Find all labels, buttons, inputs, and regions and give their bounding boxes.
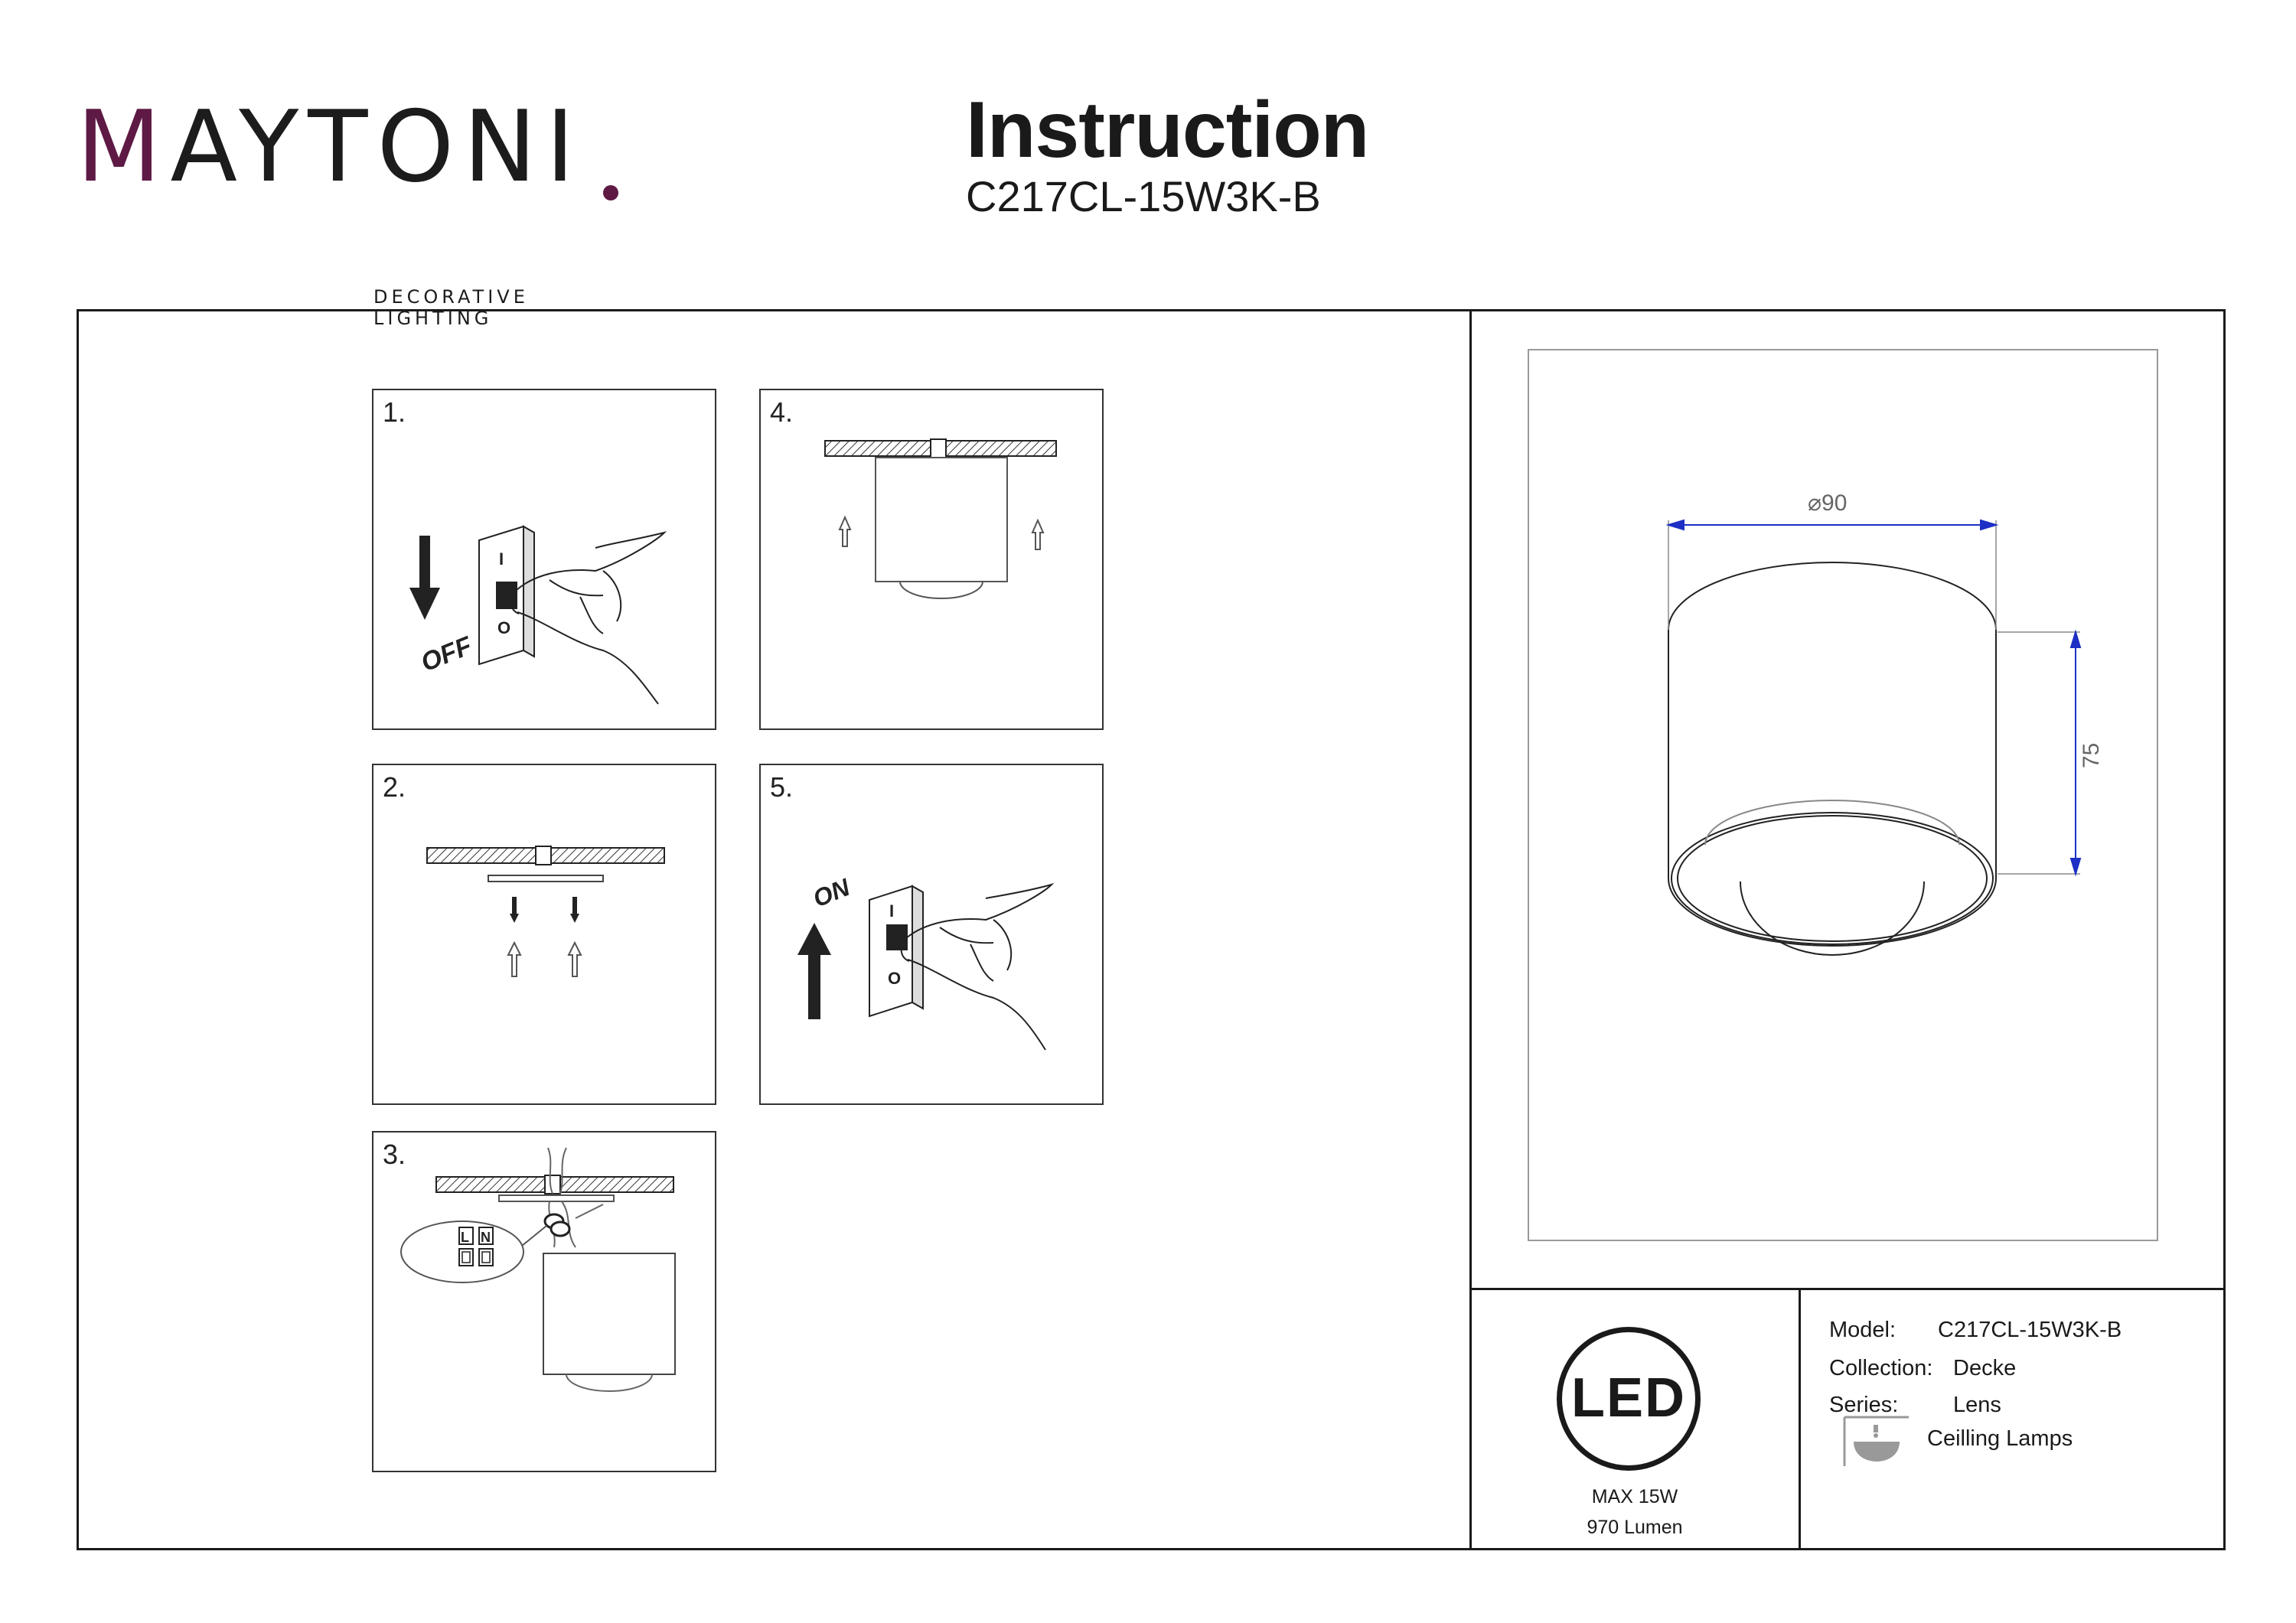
step-panel-5: 5. ON I O (759, 764, 1104, 1105)
lamp-body (543, 1253, 676, 1375)
spec-divider (1799, 1288, 1801, 1550)
brand-letter-m: M (77, 90, 171, 204)
switch-on-mark: I (889, 901, 894, 921)
series-label: Series: (1829, 1393, 1899, 1417)
ceiling-section (824, 438, 1057, 458)
off-label: OFF (417, 631, 477, 677)
page-title: Instruction (966, 86, 1369, 174)
main-frame (77, 309, 2226, 1550)
mounting-plate (488, 875, 604, 882)
mounting-illustration (426, 846, 665, 977)
terminal-n-label: N (481, 1230, 491, 1245)
vertical-divider (1469, 309, 1472, 1550)
switch-on-mark: I (499, 549, 504, 569)
collection-label: Collection: (1829, 1356, 1933, 1380)
lamp-outline (1668, 562, 1997, 956)
terminal-block-icon (458, 1227, 494, 1266)
step-number: 5. (770, 771, 794, 803)
led-badge: LED (1557, 1327, 1701, 1471)
on-label: ON (809, 873, 854, 913)
step-number: 2. (383, 771, 406, 803)
ceiling-section (426, 846, 665, 865)
step-panel-4: 4. (759, 389, 1104, 730)
step-number: 4. (770, 396, 794, 428)
screw-icon (510, 897, 579, 923)
arrow-down-icon (409, 536, 440, 620)
led-badge-text: LED (1571, 1367, 1686, 1429)
brand-wordmark: MAYTONI (77, 90, 584, 205)
height-label: 75 (2079, 742, 2104, 768)
collection-value: Decke (1953, 1356, 2017, 1380)
max-power: MAX 15W (1591, 1486, 1678, 1507)
switch-off-mark: O (497, 618, 510, 637)
switch-off-illustration: OFF I O (409, 525, 667, 705)
lamp-fitting-illustration (824, 438, 1057, 599)
dimension-arrow-icon (1665, 519, 2082, 877)
technical-drawing: ⌀90 75 (1528, 349, 2158, 1241)
arrow-up-icon (797, 923, 831, 1019)
switch-off-mark: O (888, 969, 901, 988)
model-label: Model: (1829, 1318, 1896, 1342)
step-panel-1: 1. OFF I O (372, 389, 716, 730)
step-number: 3. (383, 1139, 406, 1170)
diameter-label: ⌀90 (1808, 490, 1848, 516)
ceiling-lamp-icon (1843, 1416, 1909, 1466)
terminal-l-label: L (461, 1230, 469, 1245)
switch-on-illustration: ON I O (797, 873, 1055, 1051)
step-panel-2: 2. (372, 764, 716, 1105)
connector-icon (543, 1213, 571, 1237)
step-number: 1. (383, 396, 406, 428)
maytoni-logo: MAYTONI DECORATIVE LIGHTING (77, 90, 618, 329)
model-value: C217CL-15W3K-B (1938, 1318, 2122, 1342)
arrow-up-icon (838, 515, 1045, 550)
ceiling-section (435, 1175, 674, 1194)
wiring-illustration: L N (400, 1147, 676, 1392)
model-code: C217CL-15W3K-B (966, 172, 1321, 220)
step-panel-3: 3. L N (372, 1131, 716, 1472)
series-value: Lens (1953, 1393, 2001, 1417)
arrow-up-icon (507, 940, 582, 977)
brand-dot (603, 185, 618, 200)
dimension-lines (1668, 520, 2080, 875)
category-label: Ceilling Lamps (1927, 1426, 2073, 1451)
lumen-value: 970 Lumen (1587, 1517, 1683, 1538)
lamp-outline-drawing (1665, 519, 2082, 956)
horizontal-divider (1469, 1288, 2226, 1290)
brand-letters: AYTONI (170, 90, 584, 204)
lamp-body (875, 457, 1008, 582)
